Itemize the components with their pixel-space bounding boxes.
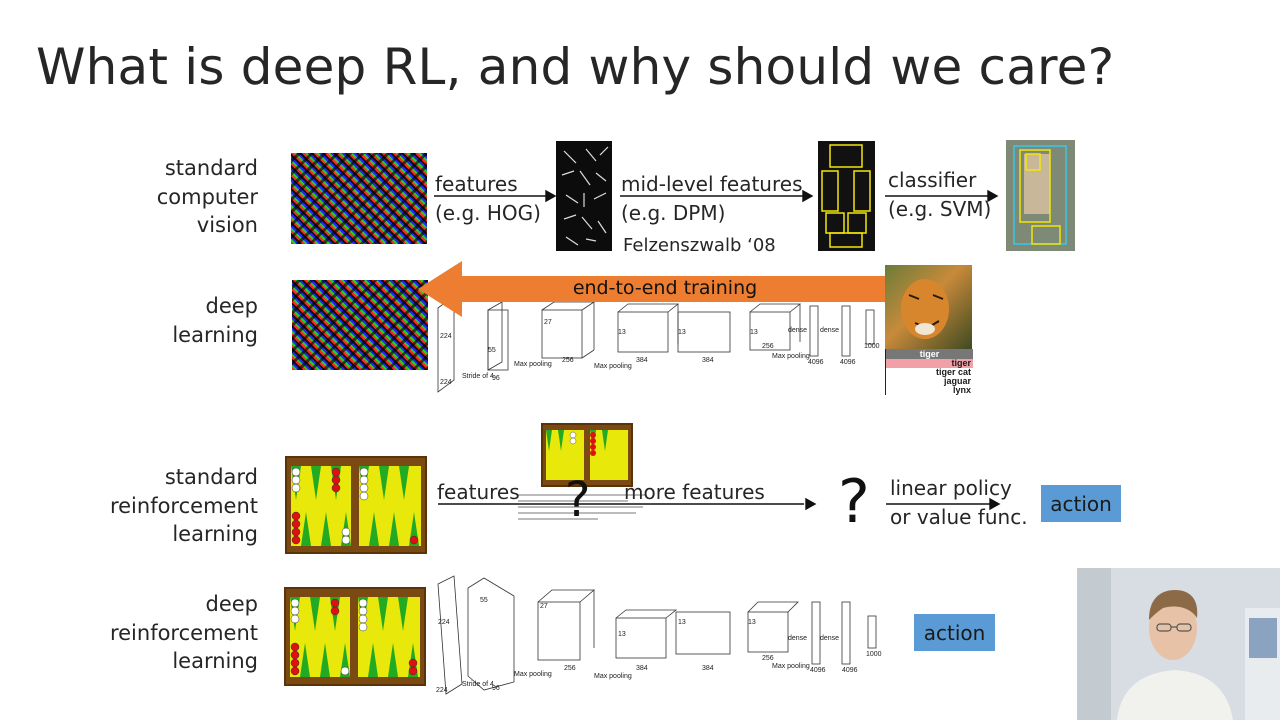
net-label-dense-1: dense [788, 327, 807, 334]
net2-label-27: 27 [540, 603, 548, 610]
end-to-end-arrow [418, 261, 898, 317]
net-label-13a: 13 [618, 329, 626, 336]
net-label-256: 256 [562, 357, 574, 364]
prediction-header: tiger [886, 349, 973, 359]
webcam-video [1077, 568, 1280, 720]
cv-step1-sub: (e.g. HOG) [435, 201, 541, 225]
prediction-3: jaguar [943, 376, 971, 386]
net-label-maxpool-2: Max pooling [594, 363, 632, 370]
prediction-2: tiger cat [935, 367, 971, 377]
rl-question-mark-1: ? [565, 472, 591, 528]
net-label-256b: 256 [762, 343, 774, 350]
net2-label-256: 256 [564, 665, 576, 672]
net2-label-dense-1: dense [788, 635, 807, 642]
net-label-224b: 224 [440, 379, 452, 386]
citation: Felzenszwalb ‘08 [623, 235, 776, 256]
net-label-384b: 384 [702, 357, 714, 364]
dpm-model-image [818, 141, 875, 251]
paper-caption-text [518, 492, 650, 522]
backgammon-board-thumb [541, 423, 633, 487]
net-label-1000: 1000 [864, 343, 880, 350]
prediction-4: lynx [952, 385, 971, 395]
net-label-dense-2: dense [820, 327, 839, 334]
net2-label-96: 96 [492, 685, 500, 692]
backgammon-points-icon-2 [290, 597, 420, 677]
row-label-deep-rl: deep reinforcement learning [109, 592, 258, 673]
dpm-parts-icon [821, 144, 871, 248]
slide-title: What is deep RL, and why should we care? [36, 38, 1115, 96]
detection-photo [1006, 140, 1075, 251]
row-label-deep-learning: deep learning [172, 294, 258, 347]
net2-label-1000: 1000 [866, 651, 882, 658]
cnn-architecture-diagram-2: 224 224 Stride of 4 Max pooling Max pool… [436, 575, 882, 695]
net-label-384a: 384 [636, 357, 648, 364]
net2-label-13a: 13 [618, 631, 626, 638]
net2-label-13b: 13 [678, 619, 686, 626]
input-image-noise [291, 153, 427, 244]
presenter-video-icon [1077, 568, 1280, 720]
row-label-standard-cv: standard computer vision [156, 156, 258, 237]
hog-feature-image [556, 141, 612, 251]
prediction-1: tiger [886, 359, 973, 368]
net-label-96: 96 [492, 375, 500, 382]
net-label-maxpool-3: Max pooling [772, 353, 810, 360]
net2-label-224: 224 [438, 619, 450, 626]
cv-step3-label: classifier [888, 168, 977, 192]
tiger-stripes-icon [901, 279, 949, 339]
net-label-stride: Stride of 4 [462, 373, 494, 380]
net-label-13b: 13 [678, 329, 686, 336]
hog-pattern-icon [561, 146, 609, 246]
net-label-maxpool-1: Max pooling [514, 361, 552, 368]
backgammon-thumb-icon [546, 430, 628, 480]
detection-boxes-icon [1006, 140, 1075, 251]
net-label-4096b: 4096 [840, 359, 856, 366]
net-label-13c: 13 [750, 329, 758, 336]
deep-rl-action-box: action [914, 614, 995, 651]
net2-label-stride: Stride of 4 [462, 681, 494, 688]
backgammon-points-icon [291, 466, 421, 546]
input-image-noise-2 [292, 280, 428, 370]
net-label-224: 224 [440, 333, 452, 340]
tiger-photo [885, 265, 972, 349]
cv-step2-label: mid-level features [621, 172, 803, 196]
rl-action-box: action [1041, 485, 1121, 522]
rl-step1-label: features [437, 480, 520, 504]
prediction-panel: tiger tiger tiger cat jaguar lynx [885, 349, 973, 395]
rl-step3-sub: or value func. [890, 505, 1028, 529]
backgammon-board-1 [285, 456, 427, 554]
net2-label-384b: 384 [702, 665, 714, 672]
rl-arrows [438, 497, 1001, 511]
cv-arrows [434, 189, 999, 203]
net-label-27: 27 [544, 319, 552, 326]
net2-label-maxpool-1: Max pooling [514, 671, 552, 678]
net2-label-256b: 256 [762, 655, 774, 662]
row-label-standard-rl: standard reinforcement learning [109, 465, 258, 546]
net-label-55: 55 [488, 347, 496, 354]
cv-step3-sub: (e.g. SVM) [888, 197, 992, 221]
net-label-4096a: 4096 [808, 359, 824, 366]
backgammon-board-2 [284, 587, 426, 686]
rl-step2-label: more features [624, 480, 765, 504]
rl-question-mark-2: ? [838, 467, 870, 537]
paper-caption-lines-icon [518, 494, 646, 520]
net2-label-maxpool-3: Max pooling [772, 663, 810, 670]
cv-step2-sub: (e.g. DPM) [621, 201, 726, 225]
cnn-architecture-diagram: 224 224 Stride of 4 Max pooling Max pool… [437, 295, 880, 393]
net2-label-55: 55 [480, 597, 488, 604]
rl-step3-label: linear policy [890, 476, 1012, 500]
net2-label-384a: 384 [636, 665, 648, 672]
net2-label-dense-2: dense [820, 635, 839, 642]
end-to-end-label: end-to-end training [572, 277, 758, 299]
cv-step1-label: features [435, 172, 518, 196]
net2-label-224b: 224 [436, 687, 448, 694]
net2-label-4096a: 4096 [810, 667, 826, 674]
net2-label-4096b: 4096 [842, 667, 858, 674]
net2-label-maxpool-2: Max pooling [594, 673, 632, 680]
net2-label-13c: 13 [748, 619, 756, 626]
